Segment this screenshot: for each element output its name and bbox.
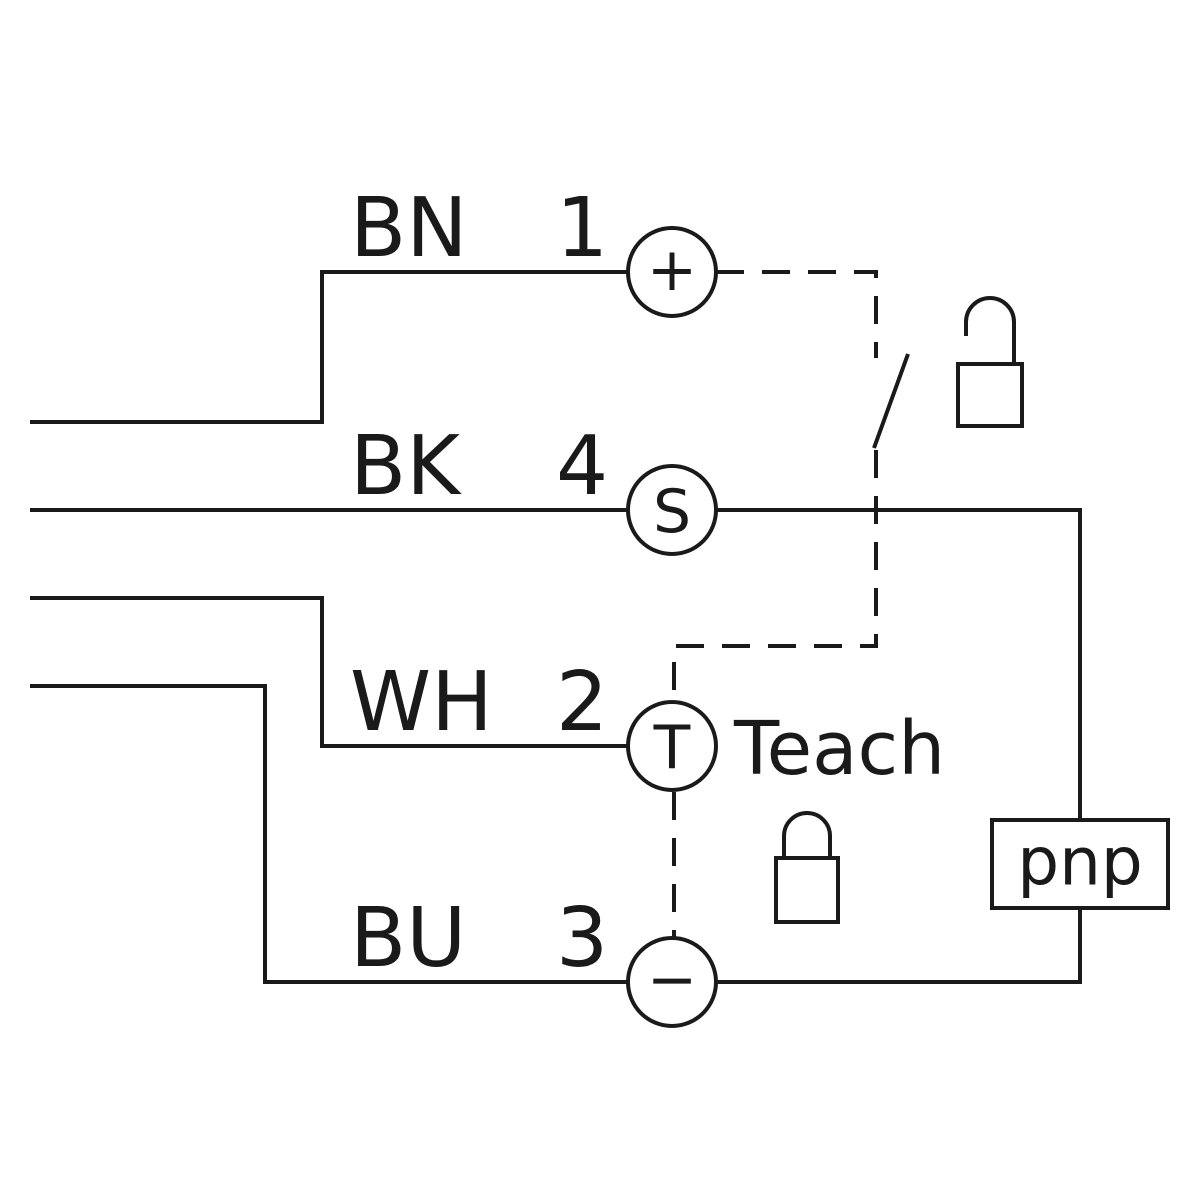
wire-bn [30, 270, 628, 424]
wire-label-bk: BK [350, 419, 462, 514]
pin-t [626, 700, 718, 792]
output-line-top [716, 508, 1082, 820]
pin-minus [626, 936, 718, 1028]
wire-label-wh: WH [350, 655, 493, 750]
teach-label: Teach [733, 706, 945, 792]
pin-symbol-minus: − [647, 945, 697, 1015]
locked-padlock-icon [774, 811, 840, 924]
wire-label-bn: BN [350, 181, 468, 276]
pin-number-3: 3 [556, 891, 608, 986]
output-line-bottom [716, 908, 1082, 984]
wire-bu [30, 684, 628, 984]
pin-s [626, 464, 718, 556]
normally-open-switch-icon [872, 353, 910, 449]
pin-number-1: 1 [556, 181, 608, 276]
pnp-box [990, 818, 1170, 910]
pin-symbol-t: T [653, 713, 691, 783]
teach-link-lower [672, 450, 878, 702]
wire-label-bu: BU [350, 891, 466, 986]
wire-wh [30, 596, 628, 748]
teach-link-upper [716, 270, 878, 358]
output-type-label: pnp [1017, 824, 1143, 901]
pin-plus [626, 226, 718, 318]
pin-number-4: 4 [556, 419, 608, 514]
pin-number-2: 2 [556, 655, 608, 750]
pin-symbol-s: S [653, 477, 691, 547]
pin-symbol-plus: + [647, 235, 697, 305]
unlocked-padlock-icon [956, 296, 1024, 428]
